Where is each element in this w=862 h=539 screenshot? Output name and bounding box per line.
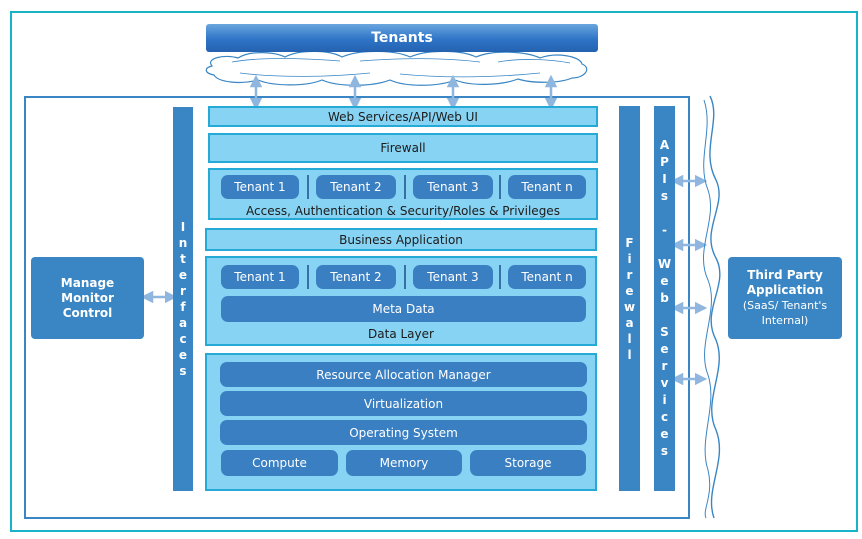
tenants-label: Tenants — [371, 30, 433, 46]
divider — [499, 175, 501, 199]
bar-letter: t — [180, 252, 186, 266]
data-tenant-2: Tenant 2 — [316, 265, 396, 289]
bar-letter: s — [179, 364, 187, 378]
bar-letter: - — [662, 223, 667, 237]
cloud-shape — [205, 50, 588, 86]
manage-monitor-control-box: Manage Monitor Control — [31, 257, 144, 339]
bar-letter: e — [660, 342, 669, 356]
bar-letter: c — [660, 410, 669, 424]
memory-box: Memory — [346, 450, 462, 476]
bar-letter: r — [661, 359, 668, 373]
access-tenant-2: Tenant 2 — [316, 175, 396, 199]
bar-letter: r — [626, 267, 633, 282]
divider — [404, 175, 406, 199]
bar-letter: v — [660, 376, 669, 390]
firewall-label: Firewall — [380, 141, 426, 155]
access-caption: Access, Authentication & Security/Roles … — [246, 204, 560, 218]
data-layer-caption: Data Layer — [368, 327, 434, 341]
bar-letter: W — [657, 257, 672, 271]
bar-letter: I — [662, 172, 667, 186]
bar-letter: e — [178, 348, 188, 362]
bar-letter: l — [627, 331, 632, 346]
bar-letter: S — [660, 325, 669, 339]
bar-letter: n — [178, 236, 188, 250]
internal-label: Internal) — [761, 314, 809, 327]
bar-letter: e — [660, 274, 669, 288]
firewall-layer: Firewall — [208, 133, 598, 163]
virtualization-box: Virtualization — [220, 391, 587, 416]
data-tenant-3: Tenant 3 — [413, 265, 493, 289]
bar-letter: I — [180, 220, 186, 234]
bar-letter: s — [660, 444, 669, 458]
monitor-label: Monitor — [61, 290, 114, 305]
bar-letter: a — [178, 316, 188, 330]
bar-letter: w — [623, 299, 636, 314]
bar-letter: f — [180, 300, 186, 314]
storage-box: Storage — [470, 450, 586, 476]
outer-frame — [10, 11, 858, 532]
third-party-label: Third Party — [747, 268, 823, 282]
manage-label: Manage — [60, 275, 115, 290]
business-application-layer: Business Application — [205, 228, 597, 251]
saas-label: (SaaS/ Tenant's — [742, 299, 828, 312]
bar-letter: F — [625, 235, 634, 250]
divider — [307, 265, 309, 289]
bar-letter: c — [179, 332, 187, 346]
bar-letter: l — [627, 347, 632, 362]
resource-allocation-manager: Resource Allocation Manager — [220, 362, 587, 387]
data-tenant-n: Tenant n — [508, 265, 586, 289]
bar-letter: r — [180, 284, 186, 298]
bar-letter: b — [660, 291, 669, 305]
divider — [404, 265, 406, 289]
bar-letter: a — [625, 315, 634, 330]
tenants-bar: Tenants — [206, 24, 598, 52]
control-label: Control — [62, 305, 113, 320]
application-label: Application — [746, 283, 824, 297]
web-services-label: Web Services/API/Web UI — [328, 109, 478, 124]
bar-letter: i — [627, 251, 632, 266]
web-services-layer: Web Services/API/Web UI — [208, 106, 598, 127]
data-tenant-1: Tenant 1 — [221, 265, 299, 289]
third-party-application-box: Third Party Application (SaaS/ Tenant's … — [728, 257, 842, 339]
bar-letter: s — [660, 189, 669, 203]
divider — [307, 175, 309, 199]
business-application-label: Business Application — [339, 232, 463, 247]
internet-wavy-line — [709, 95, 721, 519]
bar-letter: e — [660, 427, 669, 441]
compute-box: Compute — [221, 450, 338, 476]
meta-data-box: Meta Data — [221, 296, 586, 322]
access-tenant-n: Tenant n — [508, 175, 586, 199]
access-tenant-1: Tenant 1 — [221, 175, 299, 199]
bar-letter: P — [660, 155, 669, 169]
bar-letter: e — [625, 283, 634, 298]
operating-system-box: Operating System — [220, 420, 587, 445]
access-tenant-3: Tenant 3 — [413, 175, 493, 199]
divider — [499, 265, 501, 289]
bar-letter: i — [662, 393, 667, 407]
bar-letter: A — [659, 138, 670, 152]
bar-letter: e — [178, 268, 188, 282]
